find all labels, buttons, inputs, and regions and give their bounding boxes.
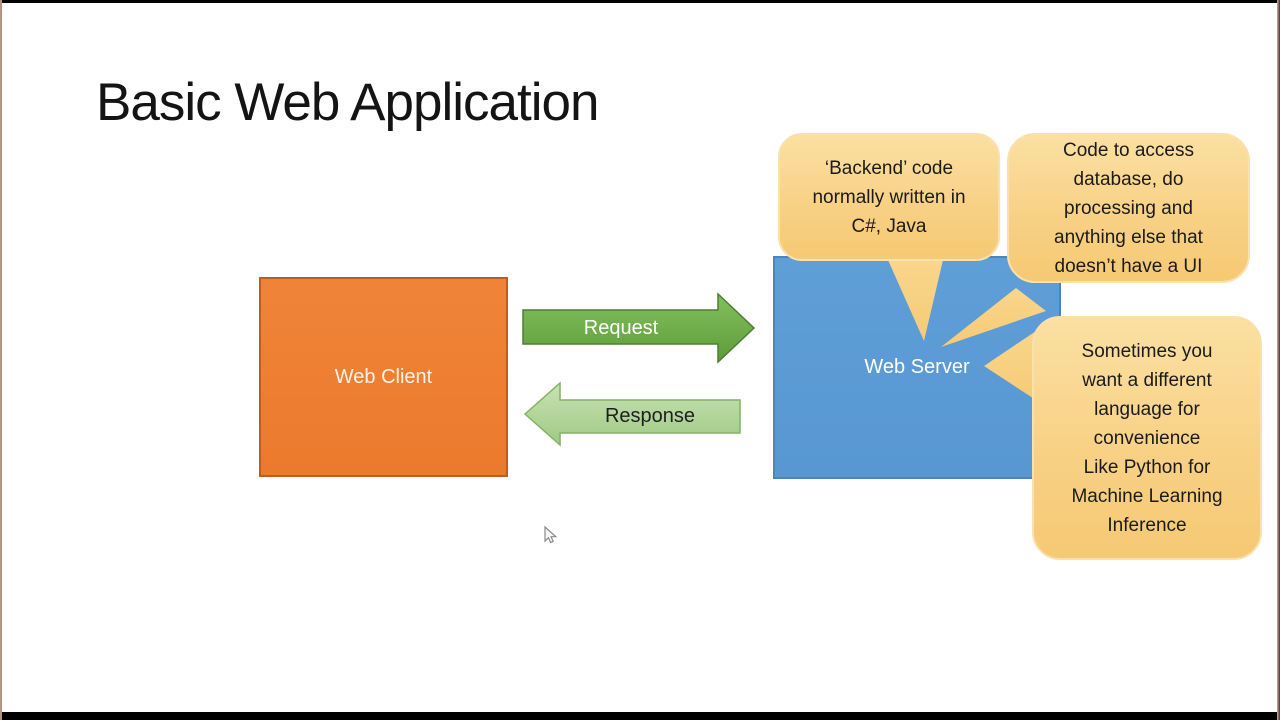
callout-code-purpose: Code to access database, do processing a… [1007, 133, 1250, 283]
callout-backend-code: ‘Backend’ code normally written in C#, J… [778, 133, 1000, 261]
web-client-label: Web Client [334, 365, 433, 388]
request-arrow-label: Request [583, 317, 659, 339]
slide-left-edge-line [0, 0, 2, 720]
slide-title: Basic Web Application [96, 73, 599, 132]
letterbox-top-bar [0, 0, 1280, 3]
callout-language-choice-text: Sometimes you want a different language … [1071, 340, 1223, 536]
callout-code-purpose-text: Code to access database, do processing a… [1054, 139, 1203, 277]
letterbox-bottom-bar [0, 712, 1280, 720]
web-server-label: Web Server [864, 356, 970, 378]
callout-language-choice: Sometimes you want a different language … [1032, 316, 1262, 560]
callout-backend-code-text: ‘Backend’ code normally written in C#, J… [812, 157, 966, 237]
response-arrow-label: Response [604, 405, 696, 427]
slide-right-edge-line [1277, 0, 1280, 720]
web-client-box: Web Client [259, 277, 508, 477]
web-server-box: Web Server [773, 256, 1061, 479]
mouse-cursor-icon[interactable] [544, 525, 558, 544]
